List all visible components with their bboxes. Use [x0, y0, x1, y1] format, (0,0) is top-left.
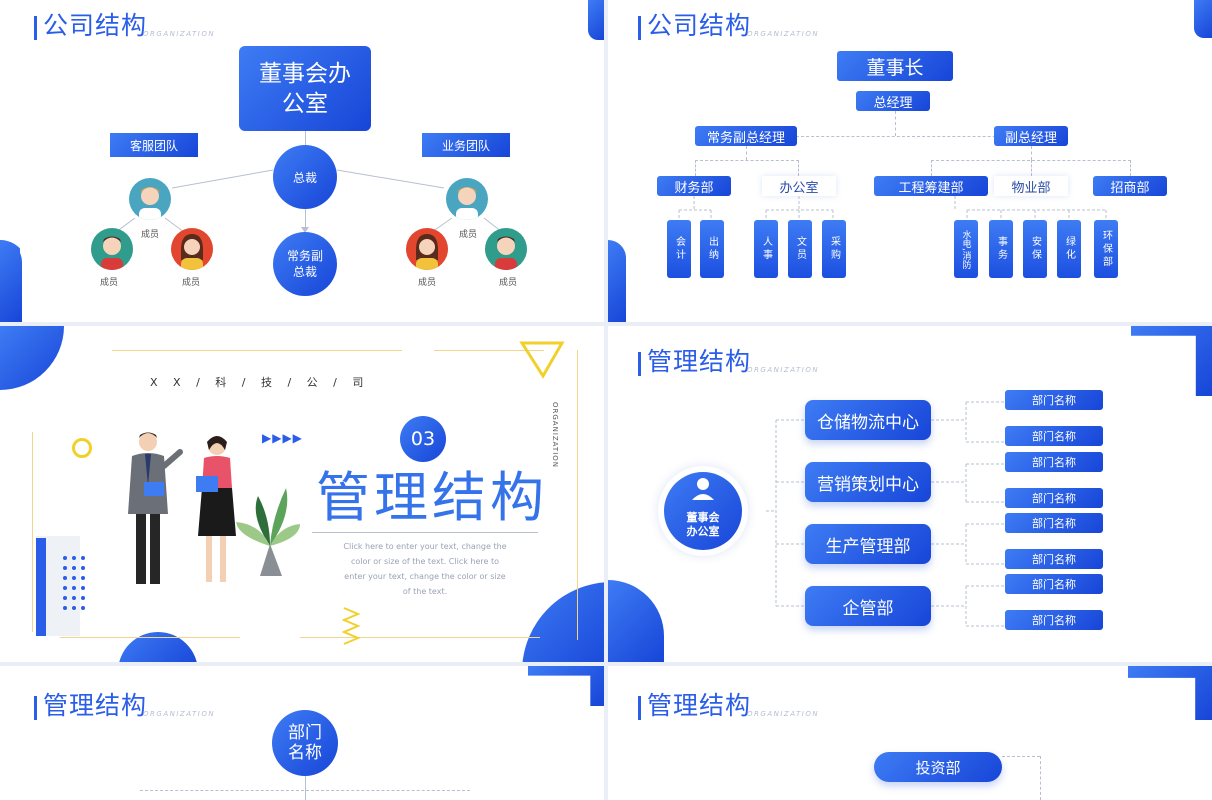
dots-icon — [63, 556, 85, 610]
board-office-box[interactable]: 董事会办公室 — [239, 46, 371, 131]
company-name: X X / 科 / 技 / 公 / 司 — [150, 376, 370, 389]
center-production[interactable]: 生产管理部 — [805, 524, 931, 564]
tree-connectors — [766, 401, 1004, 627]
title-sub: ORGANIZATION — [143, 710, 216, 718]
title-sub: ORGANIZATION — [747, 710, 820, 718]
dept-name-box[interactable]: 部门名称 — [1005, 513, 1103, 533]
board-label: 董事会办公室 — [686, 511, 720, 538]
side-text: ORGANIZATION — [551, 402, 559, 469]
sub-connectors — [678, 196, 1107, 220]
member-label: 成员 — [459, 230, 478, 240]
title-sub: ORGANIZATION — [143, 30, 216, 38]
exec-vgm-box[interactable]: 常务副总经理 — [695, 126, 797, 146]
member-label: 成员 — [141, 230, 160, 240]
member-avatar — [406, 228, 448, 270]
unit-accounting[interactable]: 会计 — [667, 220, 691, 278]
dept-investment[interactable]: 招商部 — [1093, 176, 1167, 196]
title-text: 管理结构 — [647, 691, 752, 720]
title-text: 公司结构 — [647, 11, 752, 40]
title-sub: ORGANIZATION — [747, 366, 820, 374]
corner-blob — [522, 582, 604, 662]
center-logistics[interactable]: 仓储物流中心 — [805, 400, 931, 440]
vgm-box[interactable]: 副总经理 — [994, 126, 1068, 146]
connector-lines — [115, 169, 503, 233]
dept-engineering[interactable]: 工程筹建部 — [874, 176, 988, 196]
unit-purchase[interactable]: 采购 — [822, 220, 846, 278]
corner-blank — [0, 0, 14, 14]
vice-president-circle[interactable]: 常务副总裁 — [273, 232, 337, 296]
slide-title: 管理结构 ORGANIZATION — [638, 692, 819, 720]
slide-section-cover[interactable]: X X / 科 / 技 / 公 / 司 ORGANIZATION 03 ▶▶▶▶… — [0, 326, 604, 662]
member-label: 成员 — [418, 278, 437, 288]
dept-finance[interactable]: 财务部 — [657, 176, 731, 196]
investment-dept-pill[interactable]: 投资部 — [874, 752, 1002, 782]
section-heading: 管理结构 — [316, 466, 548, 529]
center-enterprise[interactable]: 企管部 — [805, 586, 931, 626]
slide-title: 管理结构 ORGANIZATION — [34, 692, 215, 720]
slide-management-structure[interactable]: 管理结构 ORGANIZATION 董事会办公室 仓储物流中心 营销策划中心 生… — [608, 326, 1212, 662]
dept-name-box[interactable]: 部门名称 — [1005, 549, 1103, 569]
slide-management-structure-2[interactable]: 管理结构 ORGANIZATION 部门名称 — [0, 666, 604, 800]
president-circle[interactable]: 总裁 — [273, 145, 337, 209]
member-avatar — [91, 228, 133, 270]
dept-name-box[interactable]: 部门名称 — [1005, 452, 1103, 472]
corner-decoration-left — [0, 240, 22, 322]
left-team-label[interactable]: 客服团队 — [110, 133, 198, 157]
right-team-label[interactable]: 业务团队 — [422, 133, 510, 157]
title-text: 公司结构 — [43, 11, 148, 40]
unit-security[interactable]: 安保 — [1023, 220, 1047, 278]
member-avatar — [171, 228, 213, 270]
body-text: Click here to enter your text, change th… — [343, 542, 507, 596]
dept-name-box[interactable]: 部门名称 — [1005, 574, 1103, 594]
zigzag-icon — [342, 607, 361, 645]
member-label: 成员 — [499, 278, 518, 288]
slide-management-structure-3[interactable]: 管理结构 ORGANIZATION 投资部 — [608, 666, 1212, 800]
corner-blob — [0, 326, 64, 390]
member-label: 成员 — [100, 278, 119, 288]
triangle-icon — [519, 341, 565, 379]
dept-office[interactable]: 办公室 — [762, 176, 836, 196]
slide-title: 管理结构 ORGANIZATION — [638, 348, 819, 376]
member-avatar — [446, 178, 488, 220]
corner-decoration-right — [1194, 0, 1212, 38]
person-icon — [692, 478, 714, 500]
unit-affairs[interactable]: 事务 — [989, 220, 1013, 278]
member-label: 成员 — [182, 278, 201, 288]
dept-name-box[interactable]: 部门名称 — [1005, 426, 1103, 446]
dept-name-box[interactable]: 部门名称 — [1005, 610, 1103, 630]
member-avatar — [485, 228, 527, 270]
dept-name-box[interactable]: 部门名称 — [1005, 488, 1103, 508]
slide-company-structure-1[interactable]: 公司结构 ORGANIZATION 董事会办公室 客服团队 业务团队 总裁 常务… — [0, 0, 604, 322]
dept-property[interactable]: 物业部 — [994, 176, 1068, 196]
title-text: 管理结构 — [43, 691, 148, 720]
member-avatar — [129, 178, 171, 220]
gm-box[interactable]: 总经理 — [856, 91, 930, 111]
unit-hr[interactable]: 人事 — [754, 220, 778, 278]
business-people-illustration — [128, 432, 300, 584]
ring-icon — [72, 438, 92, 458]
corner-decoration-right — [588, 0, 604, 40]
corner-frame — [528, 666, 604, 706]
corner-decoration-left — [608, 240, 626, 322]
dept-name-box[interactable]: 部门名称 — [1005, 390, 1103, 410]
board-center-circle[interactable]: 董事会办公室 — [664, 472, 742, 550]
unit-utilities[interactable]: 水电,消防 — [954, 220, 978, 278]
arrows-icon: ▶▶▶▶ — [262, 431, 303, 445]
top-dept-circle[interactable]: 部门名称 — [272, 710, 338, 776]
unit-clerk[interactable]: 文员 — [788, 220, 812, 278]
title-text: 管理结构 — [647, 347, 752, 376]
slide-title: 公司结构 ORGANIZATION — [638, 12, 819, 40]
chairman-box[interactable]: 董事长 — [837, 51, 953, 81]
slide-company-structure-2[interactable]: 公司结构 ORGANIZATION 董事长 总经理 常务副总经理 副总经理 财务… — [608, 0, 1212, 322]
section-number: 03 — [400, 416, 446, 462]
unit-cashier[interactable]: 出纳 — [700, 220, 724, 278]
title-sub: ORGANIZATION — [747, 30, 820, 38]
slide-title: 公司结构 ORGANIZATION — [34, 12, 215, 40]
unit-greening[interactable]: 绿化 — [1057, 220, 1081, 278]
unit-environment[interactable]: 环保部 — [1094, 220, 1118, 278]
center-marketing[interactable]: 营销策划中心 — [805, 462, 931, 502]
corner-frame — [1128, 666, 1212, 720]
